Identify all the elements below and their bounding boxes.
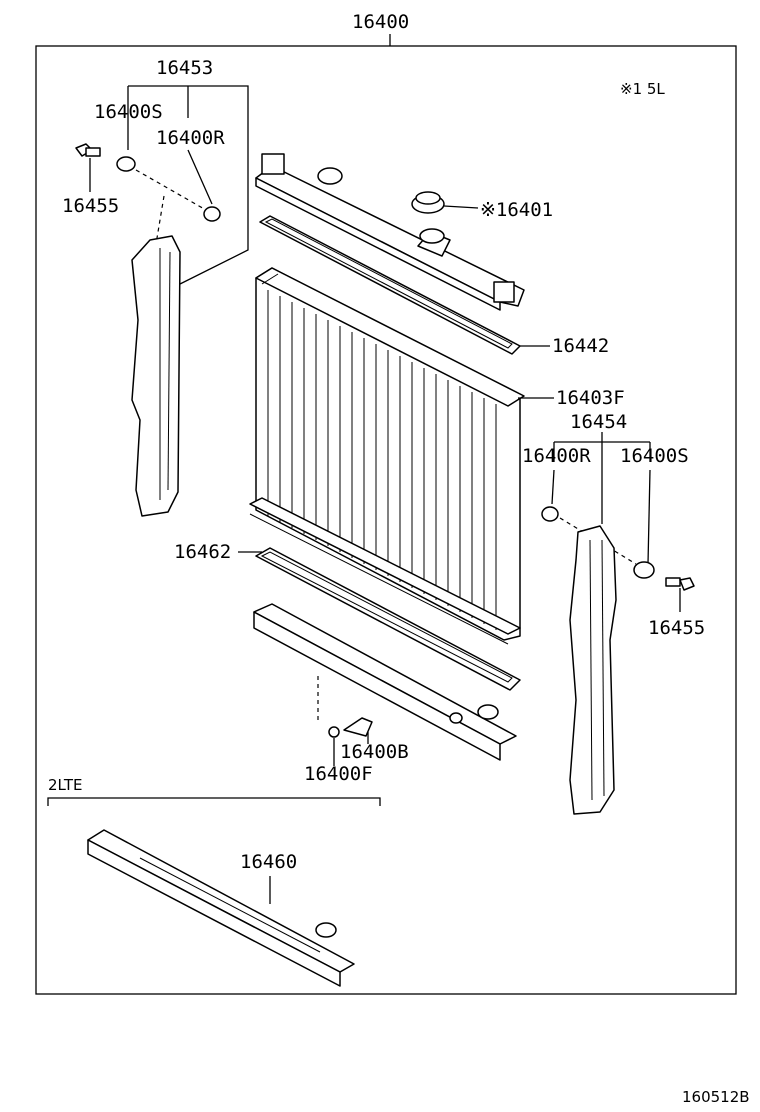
diagram-code: 160512B — [682, 1088, 750, 1106]
label-16460: 16460 — [240, 851, 297, 873]
grommet-left — [203, 206, 221, 222]
upper-tank — [255, 153, 525, 311]
label-16400r-left: 16400R — [156, 127, 225, 149]
engine-note: ※1 5L — [620, 80, 665, 98]
label-2lte: 2LTE — [48, 776, 82, 794]
label-16400s-left: 16400S — [94, 101, 163, 123]
bolt-left — [75, 143, 101, 157]
lower-tank-2lte — [87, 829, 355, 987]
bracket-left — [131, 235, 181, 517]
bracket-right — [569, 525, 617, 815]
collar-right — [633, 561, 655, 579]
radiator-core — [249, 267, 525, 645]
label-16401: ※16401 — [480, 199, 553, 221]
collar-left — [116, 156, 136, 172]
grommet-right — [541, 506, 559, 522]
leader-16401 — [443, 205, 479, 209]
lower-tank — [253, 603, 517, 761]
label-16400s-right: 16400S — [620, 445, 689, 467]
label-16442: 16442 — [552, 335, 609, 357]
bolt-right — [665, 577, 695, 591]
radiator-cap — [411, 191, 445, 214]
label-16403f: 16403F — [556, 387, 625, 409]
label-16400b: 16400B — [340, 741, 409, 763]
label-16454: 16454 — [570, 411, 627, 433]
drain-cock — [343, 717, 373, 737]
assembly-frame — [35, 45, 737, 995]
label-16455-right: 16455 — [648, 617, 705, 639]
label-16453: 16453 — [156, 57, 213, 79]
label-16462: 16462 — [174, 541, 231, 563]
label-16400r-right: 16400R — [522, 445, 591, 467]
drain-gasket — [328, 726, 340, 738]
assembly-label: 16400 — [352, 11, 409, 33]
bracket-2lte — [47, 797, 381, 806]
label-16400f: 16400F — [304, 763, 373, 785]
label-16455-left: 16455 — [62, 195, 119, 217]
